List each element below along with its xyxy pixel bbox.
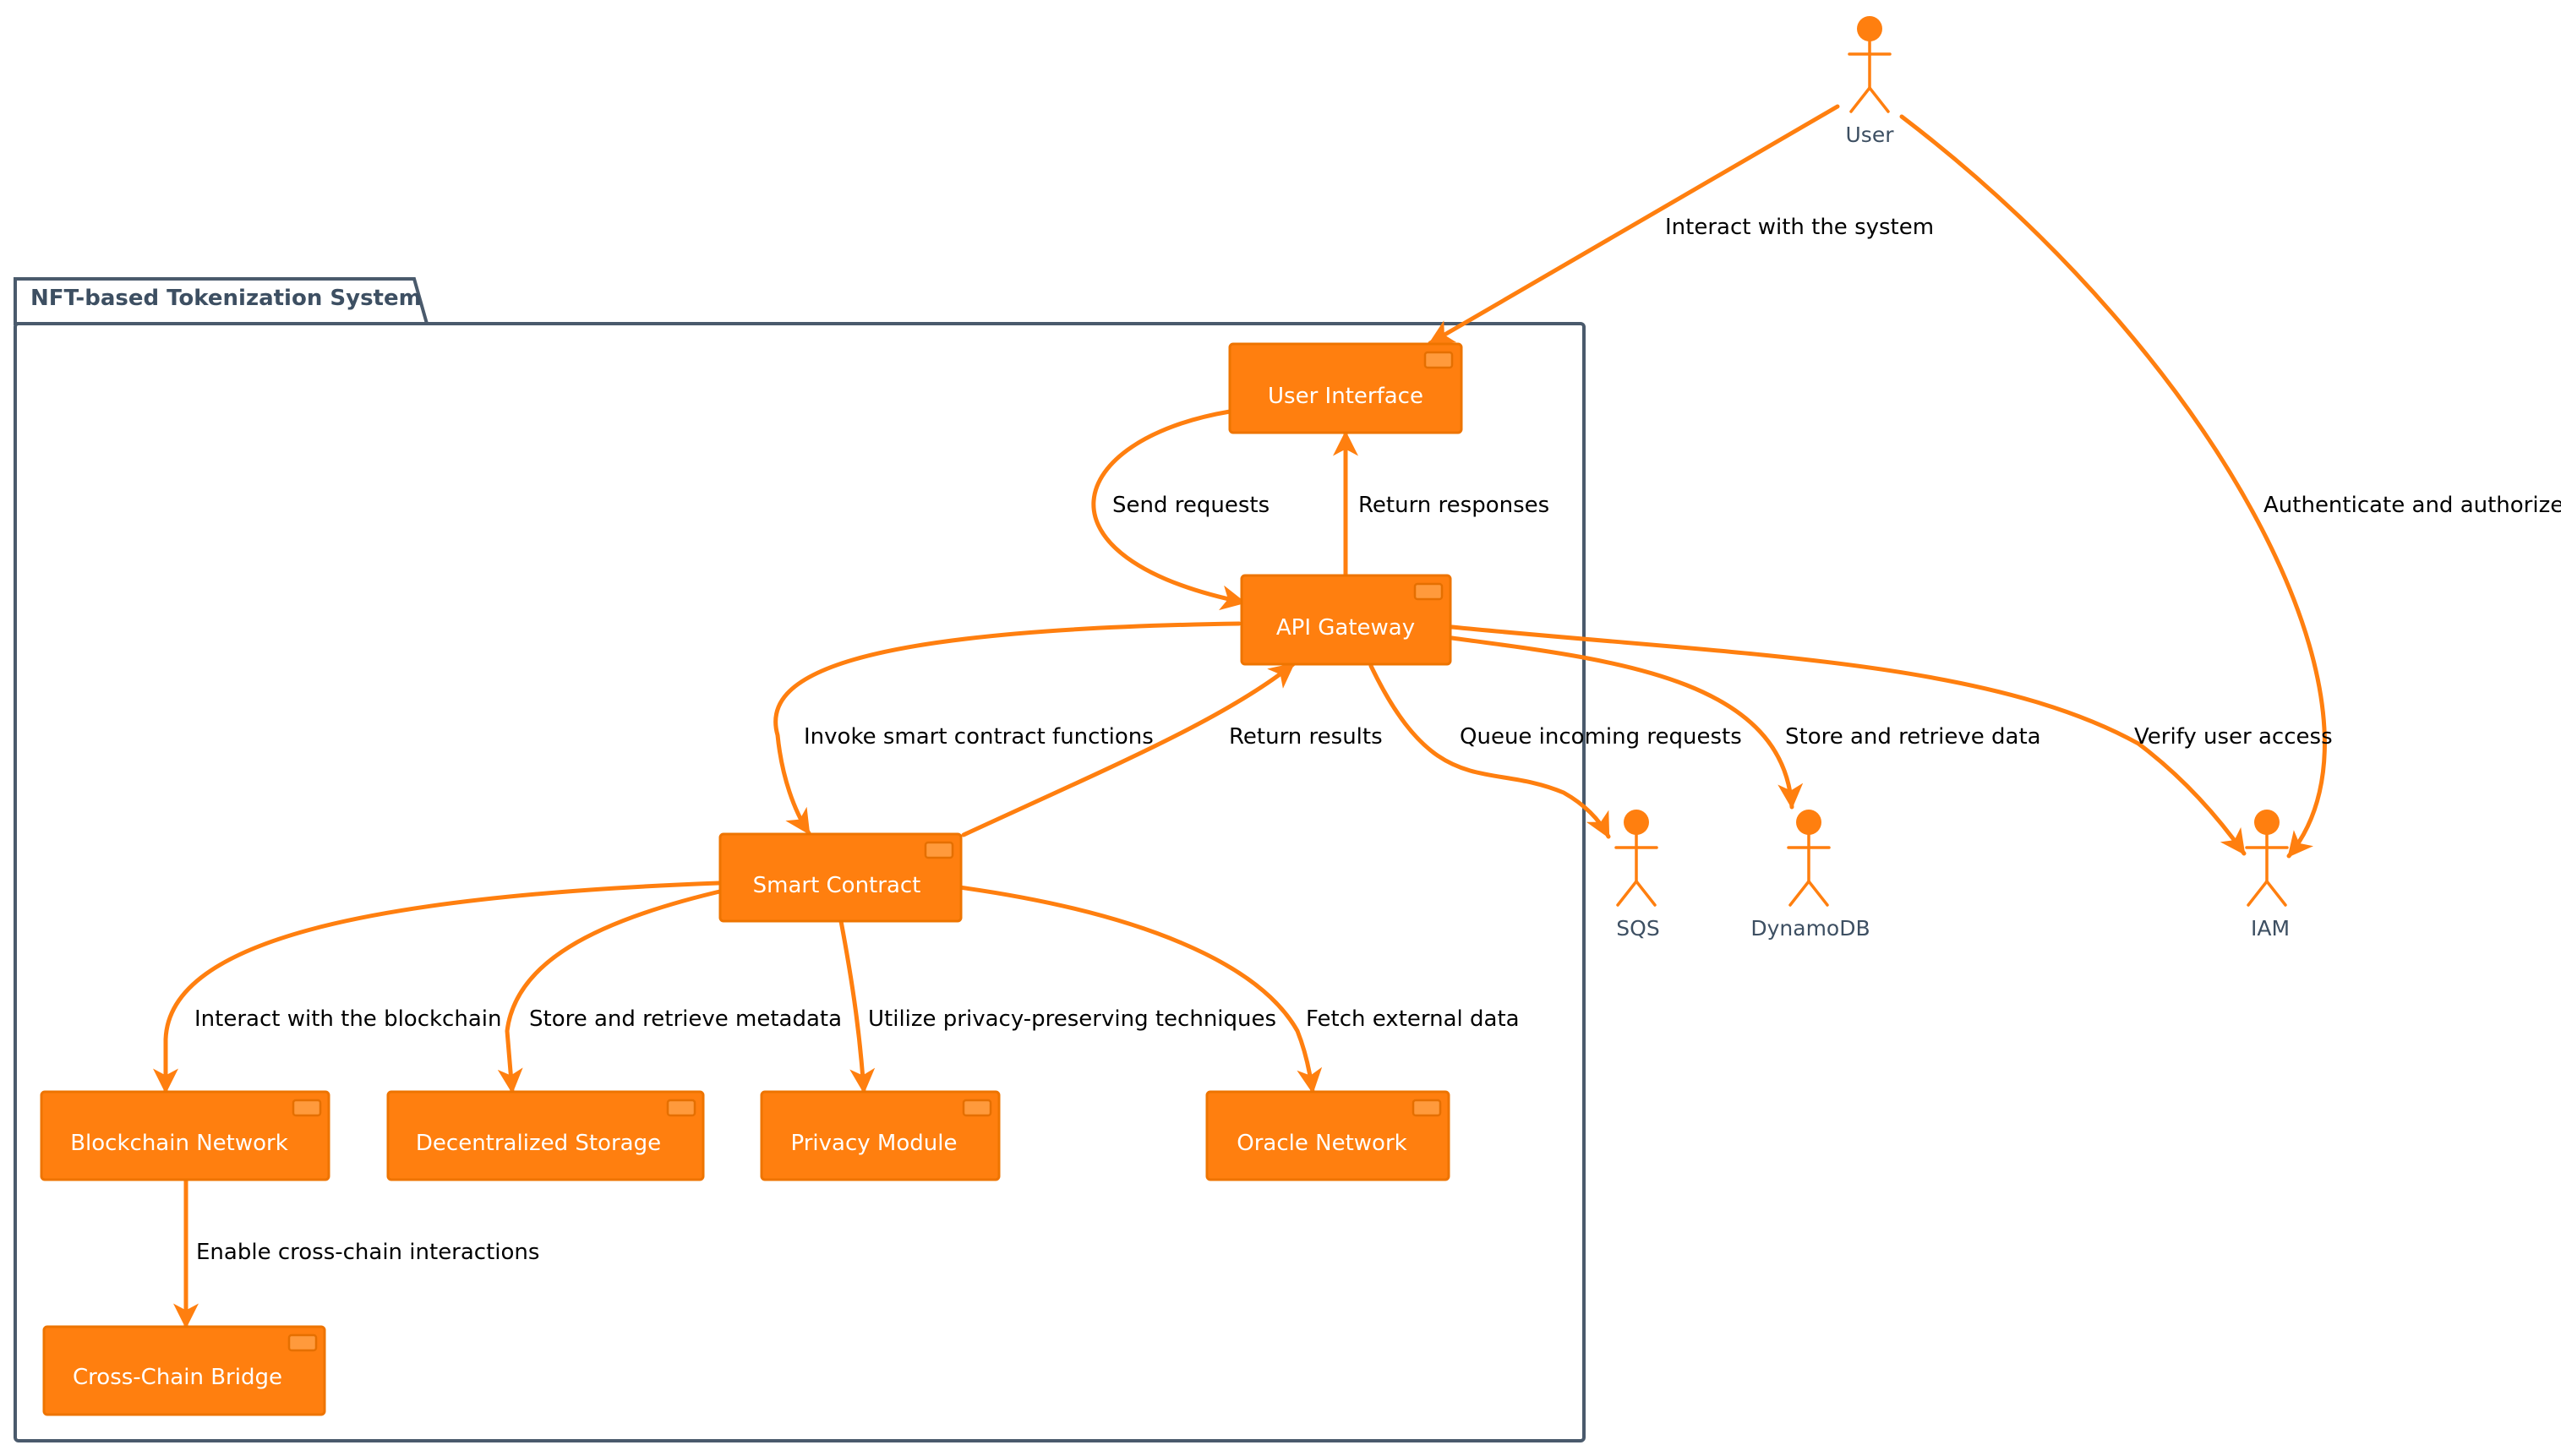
edge-api-to-dynamodb [1450, 635, 1804, 810]
label-verify-access: Verify user access [2134, 724, 2333, 750]
label-interact-system: Interact with the system [1665, 215, 1934, 240]
component-privacy-module[interactable]: Privacy Module [760, 1090, 1001, 1181]
edge-labels: Interact with the system Authenticate an… [194, 215, 2561, 1265]
label-authenticate: Authenticate and authorize [2263, 493, 2561, 518]
actor-user-label: User [1846, 123, 1895, 147]
actor-iam[interactable]: IAM [2245, 810, 2290, 941]
component-api-gateway-label: API Gateway [1276, 615, 1415, 641]
component-smart-contract[interactable]: Smart Contract [718, 832, 963, 923]
label-cross-chain: Enable cross-chain interactions [196, 1240, 539, 1265]
actor-user[interactable]: User [1846, 16, 1895, 147]
edge-api-to-sc [773, 621, 1242, 836]
actor-sqs[interactable]: SQS [1614, 810, 1660, 941]
actor-sqs-icon [1624, 810, 1649, 835]
component-smart-contract-label: Smart Contract [753, 873, 921, 898]
component-oracle-network-label: Oracle Network [1237, 1131, 1406, 1156]
label-return-results: Return results [1229, 724, 1383, 750]
component-decentralized-storage-label: Decentralized Storage [416, 1131, 661, 1156]
actor-dynamodb-icon [1796, 810, 1821, 835]
component-oracle-network[interactable]: Oracle Network [1205, 1090, 1450, 1181]
label-invoke-functions: Invoke smart contract functions [804, 724, 1154, 750]
label-store-metadata: Store and retrieve metadata [529, 1006, 842, 1032]
edge-api-to-sqs [1368, 663, 1611, 839]
component-decentralized-storage[interactable]: Decentralized Storage [386, 1090, 705, 1181]
component-privacy-module-label: Privacy Module [791, 1131, 958, 1156]
actor-iam-label: IAM [2251, 916, 2290, 941]
component-cross-chain-bridge-label: Cross-Chain Bridge [73, 1365, 282, 1390]
edge-sc-to-api [961, 662, 1296, 837]
actor-sqs-label: SQS [1616, 916, 1659, 941]
label-interact-blockchain: Interact with the blockchain [194, 1006, 501, 1032]
package-frame: NFT-based Tokenization System [14, 277, 1586, 1442]
edge-sc-to-oracle [957, 885, 1323, 1094]
label-send-requests: Send requests [1112, 493, 1270, 518]
component-blockchain-network-label: Blockchain Network [70, 1131, 288, 1156]
component-api-gateway[interactable]: API Gateway [1240, 574, 1452, 666]
component-cross-chain-bridge[interactable]: Cross-Chain Bridge [42, 1325, 326, 1416]
edge-api-to-iam [1450, 624, 2247, 856]
label-privacy-techniques: Utilize privacy-preserving techniques [868, 1006, 1276, 1032]
edge-sc-to-storage [497, 887, 729, 1094]
actor-dynamodb-label: DynamoDB [1750, 916, 1870, 941]
actor-user-icon [1857, 16, 1882, 41]
component-user-interface-label: User Interface [1268, 384, 1423, 409]
edge-ui-to-api [1091, 409, 1247, 611]
actor-iam-icon [2254, 810, 2280, 835]
edge-user-to-ui [1428, 104, 1840, 346]
edges [153, 104, 2327, 1329]
label-return-responses: Return responses [1358, 493, 1549, 518]
actor-dynamodb[interactable]: DynamoDB [1750, 810, 1870, 941]
edge-sc-to-privacy [838, 919, 876, 1094]
label-fetch-external: Fetch external data [1306, 1006, 1520, 1032]
component-blockchain-network[interactable]: Blockchain Network [40, 1090, 330, 1181]
package-title: NFT-based Tokenization System [30, 286, 422, 311]
component-user-interface[interactable]: User Interface [1228, 342, 1463, 434]
edge-user-to-iam [1899, 114, 2327, 859]
label-queue-requests: Queue incoming requests [1460, 724, 1742, 750]
edge-sc-to-blockchain [153, 881, 721, 1094]
label-store-data: Store and retrieve data [1785, 724, 2041, 750]
